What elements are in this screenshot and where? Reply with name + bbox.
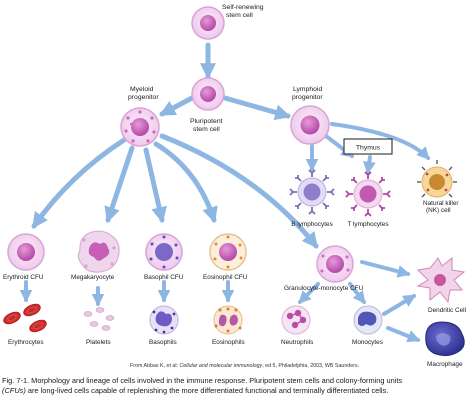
platelets-cells xyxy=(83,307,115,331)
label-b-lymphocytes: B lymphocytes xyxy=(291,221,333,228)
credit-title: Cellular and molecular immunology xyxy=(179,363,263,369)
arrow-pluripotent-to-lymphoid xyxy=(222,95,292,121)
label-dendritic-cell: Dendritic Cell xyxy=(428,307,466,314)
basophils-cell xyxy=(149,305,179,335)
label-neutrophils: Neutrophils xyxy=(281,339,313,346)
label-t-lymphocytes: T lymphocytes xyxy=(347,221,388,228)
megakaryocyte-cell xyxy=(77,230,120,273)
label-lymphoid-2: progenitor xyxy=(292,94,323,101)
nk-cell xyxy=(417,160,457,198)
arrow-monocytes-to-macrophage xyxy=(386,326,421,343)
t-lymphocyte-cell xyxy=(345,171,391,217)
arrow-myeloid-to-megakaryocyte xyxy=(104,145,135,224)
label-megakaryocyte: Megakaryocyte xyxy=(71,274,115,281)
eosinophil-cfu-cell xyxy=(209,233,247,271)
label-erythrocytes: Erythrocytes xyxy=(8,339,44,346)
label-self-renewing-2: stem cell xyxy=(226,12,253,19)
arrow-thymus-to-t xyxy=(363,155,376,175)
caption-line1: Fig. 7-1. Morphology and lineage of cell… xyxy=(2,376,403,385)
label-nk-1: Natural killer xyxy=(423,200,459,207)
eosinophils-cell xyxy=(213,305,243,335)
arrow-pluripotent-to-myeloid xyxy=(159,95,195,117)
label-basophils: Basophils xyxy=(149,339,177,346)
caption-abbr: (CFUs) xyxy=(2,385,26,395)
label-thymus: Thymus xyxy=(356,145,381,152)
source-credit: From Abbas K, et al: Cellular and molecu… xyxy=(130,363,470,369)
monocytes-cell xyxy=(353,305,383,335)
label-pluripotent-2: stem cell xyxy=(193,126,220,133)
label-basophil-cfu: Basophil CFU xyxy=(144,274,184,281)
neutrophils-cell xyxy=(281,305,311,335)
arrow-myeloid-to-eosinophil xyxy=(153,141,218,224)
dendritic-cell xyxy=(416,256,466,304)
lineage-arrows xyxy=(19,42,430,343)
credit-prefix: From Abbas K, et al: xyxy=(130,363,180,369)
label-eosinophil-cfu: Eosinophil CFU xyxy=(203,274,248,281)
pluripotent-stem-cell xyxy=(191,77,225,111)
arrow-myeloid-to-basophil xyxy=(143,147,167,224)
label-platelets: Platelets xyxy=(86,339,111,346)
myeloid-progenitor-cell xyxy=(120,107,160,147)
label-monocytes: Monocytes xyxy=(352,339,383,346)
erythroid-cfu-cell xyxy=(7,233,45,271)
erythrocytes-cells xyxy=(3,303,47,333)
basophil-cfu-cell xyxy=(145,233,183,271)
caption-line2: are long-lived cells capable of replenis… xyxy=(25,385,389,395)
label-macrophage: Macrophage xyxy=(427,361,463,368)
granulocyte-monocyte-cfu-cell xyxy=(316,245,354,283)
arrow-gm-to-monocytes xyxy=(348,282,366,305)
figure-caption: Fig. 7-1. Morphology and lineage of cell… xyxy=(2,376,472,395)
credit-suffix: , ed 5, Philadelphia, 2003, WB Saunders. xyxy=(262,363,360,369)
thymus-box: Thymus xyxy=(343,138,393,155)
arrow-monocytes-to-dendritic xyxy=(382,294,417,316)
lymphoid-progenitor-cell xyxy=(290,105,330,145)
label-myeloid-1: Myeloid xyxy=(130,86,154,93)
label-myeloid-2: progenitor xyxy=(128,94,159,101)
self-renewing-stem-cell xyxy=(191,6,225,40)
arrow-myeloid-to-granulocyte xyxy=(159,133,319,249)
arrow-lymphoid-to-nk xyxy=(330,122,430,160)
label-lymphoid-1: Lymphoid xyxy=(293,86,322,93)
label-self-renewing-1: Self-renewing xyxy=(222,4,264,11)
label-nk-2: (NK) cell xyxy=(426,207,451,214)
label-erythroid-cfu: Erythroid CFU xyxy=(3,274,44,281)
arrow-myeloid-to-erythroid xyxy=(31,137,127,229)
label-granulocyte-monocyte-cfu: Granulocyte-monocyte CFU xyxy=(284,285,364,292)
b-lymphocyte-cell xyxy=(289,169,335,215)
label-pluripotent-1: Pluripotent xyxy=(190,118,223,125)
arrow-gm-to-neutrophils xyxy=(298,282,320,304)
arrow-gm-to-dendritic xyxy=(360,260,411,278)
label-eosinophils: Eosinophils xyxy=(212,339,245,346)
macrophage-cell xyxy=(425,321,465,357)
